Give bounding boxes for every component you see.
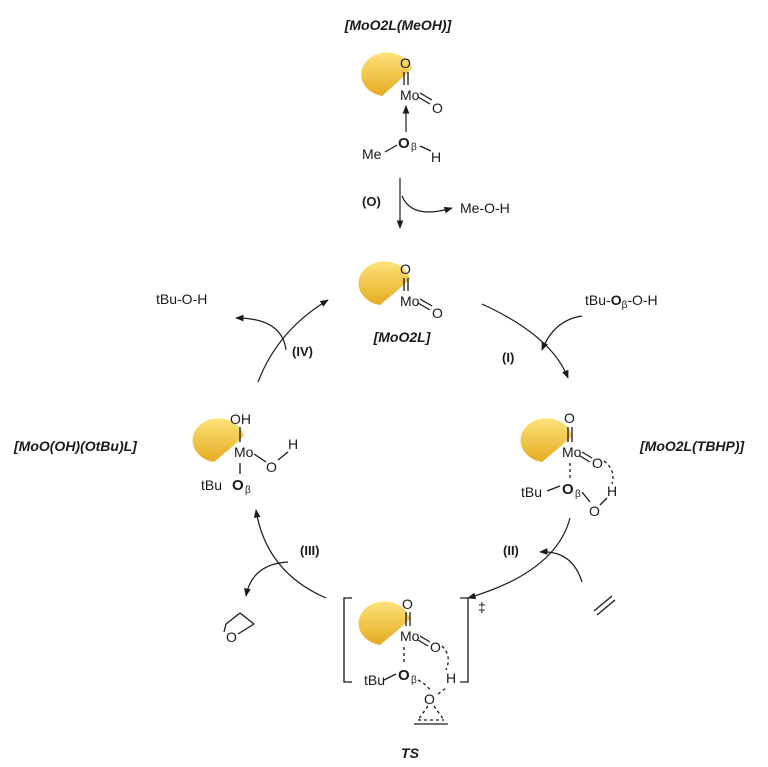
mo-oxo-bond: [419, 635, 431, 643]
mo-atom: Mo: [400, 87, 420, 103]
mo-oxo-bond: [579, 455, 591, 463]
ring-bond: [237, 623, 255, 635]
hydrogen-atom: H: [446, 670, 456, 686]
oxo-atom: O: [430, 639, 441, 655]
tbuoh-label: tBu-O-H: [156, 291, 207, 307]
step-o-label: (O): [362, 194, 381, 209]
o-c-partial-bond: [433, 705, 445, 721]
dioxo-complex-structure: Mo O O: [358, 261, 443, 321]
oxo-atom: O: [432, 100, 443, 116]
ligand-pacman: [520, 418, 572, 462]
o-h-bond: [599, 497, 608, 506]
double-dagger: ‡: [478, 599, 486, 615]
o-h-bond: [277, 451, 289, 461]
o-o-bond: [581, 491, 591, 503]
step-i-label: (I): [502, 350, 514, 365]
transferred-oxygen: O: [424, 691, 435, 707]
double-bond: [593, 595, 613, 612]
left-bracket: [343, 597, 352, 683]
oxo-atom: O: [564, 410, 575, 426]
oxygen-atom: O: [589, 503, 600, 519]
o-beta-atom: O: [232, 477, 244, 494]
step-i-arrow: [481, 303, 569, 379]
methyl-group: Me: [362, 146, 382, 162]
o-c-partial-bond: [417, 705, 429, 721]
ring-bond: [225, 612, 241, 625]
oxo-atom: O: [400, 261, 411, 277]
step-iii-label: (III): [300, 543, 320, 558]
ligand-pacman: [192, 418, 244, 462]
me-o-bond: [384, 144, 398, 153]
right-bracket: [460, 597, 469, 683]
alkoxo-complex-structure: Mo OH O H O β tBu: [192, 411, 298, 496]
tbhp-complex-structure: Mo O O H O β tBu O: [520, 410, 617, 519]
mo-oxo-bond: [417, 96, 431, 105]
tbutyl-group: tBu: [521, 484, 542, 500]
ring-bond: [239, 612, 255, 625]
mo-oxo-bond: [581, 451, 593, 459]
ts-label: TS: [401, 745, 420, 761]
step-ii-arrow: [467, 517, 571, 600]
mo-atom: Mo: [234, 444, 254, 460]
oxo-atom: O: [432, 305, 443, 321]
hydrogen-atom: H: [288, 436, 298, 452]
tbu-o-bond: [546, 485, 561, 492]
oxo-atom: O: [402, 596, 413, 612]
step-iv-arrow: [257, 299, 329, 383]
oxo-atom: O: [592, 455, 603, 471]
epoxide-product: O: [223, 612, 255, 645]
epoxide-release-arrow: [244, 561, 289, 597]
hydroxo-group: OH: [230, 411, 251, 427]
o-h-bond: [419, 145, 432, 152]
ligand-pacman: [361, 52, 412, 96]
ring-bond: [223, 623, 227, 633]
meoh-complex-structure: Mo O O O β Me H: [361, 52, 443, 165]
beta-subscript: β: [245, 485, 251, 496]
o-beta-atom: O: [398, 667, 410, 684]
o-beta-atom: O: [398, 135, 410, 152]
tbhp-entry-arrow: [541, 315, 583, 351]
hydrogen-atom: H: [431, 149, 441, 165]
o-o-partial-bond: [417, 679, 431, 691]
dioxo-complex-label: [MoO2L]: [373, 329, 432, 345]
tbutyl-group: tBu: [364, 672, 385, 688]
meoh-complex-label: [MoO2L(MeOH)]: [344, 17, 453, 33]
tbutyl-group: tBu: [201, 477, 222, 493]
step-iv-label: (IV): [292, 344, 313, 359]
mo-atom: Mo: [562, 444, 582, 460]
beta-subscript: β: [411, 675, 417, 686]
ligand-pacman: [358, 261, 410, 305]
mo-oxo-bond: [419, 92, 433, 101]
tbuoh-release-arrow: [235, 314, 287, 351]
step-ii-label: (II): [503, 543, 519, 558]
mo-atom: Mo: [400, 628, 420, 644]
o-beta-atom: O: [562, 481, 574, 498]
alkoxo-complex-label: [MoO(OH)(OtBu)L]: [13, 438, 138, 454]
tbu-o-bond: [383, 673, 397, 681]
tbhp-reagent-label: tBu-Oβ-O-H: [585, 292, 658, 311]
hydrogen-bond: [441, 645, 449, 671]
o-h-partial-bond: [437, 687, 447, 695]
mo-oxo-bond: [417, 639, 429, 647]
hydrogen-atom: H: [607, 483, 617, 499]
oxygen-atom: O: [266, 459, 277, 475]
beta-subscript: β: [411, 142, 417, 153]
mo-oxo-bond: [419, 298, 433, 307]
methanol-label: Me-O-H: [460, 200, 510, 216]
mo-atom: Mo: [400, 293, 420, 309]
tbhp-complex-label: [MoO2L(TBHP)]: [639, 438, 746, 454]
epoxide-oxygen: O: [226, 629, 237, 645]
hydrogen-bond: [603, 460, 614, 485]
mo-o-bond: [253, 453, 267, 463]
ethylene-molecule: [593, 595, 616, 616]
beta-subscript: β: [575, 489, 581, 500]
double-bond: [596, 599, 616, 616]
transition-state-structure: ‡ Mo O O H O β tBu O: [343, 596, 486, 725]
ligand-pacman: [358, 601, 410, 645]
oxo-atom: O: [400, 55, 411, 71]
methanol-release-arrow: [401, 195, 453, 214]
mo-oxo-bond: [417, 302, 431, 311]
ethylene-entry-arrow: [539, 548, 583, 583]
